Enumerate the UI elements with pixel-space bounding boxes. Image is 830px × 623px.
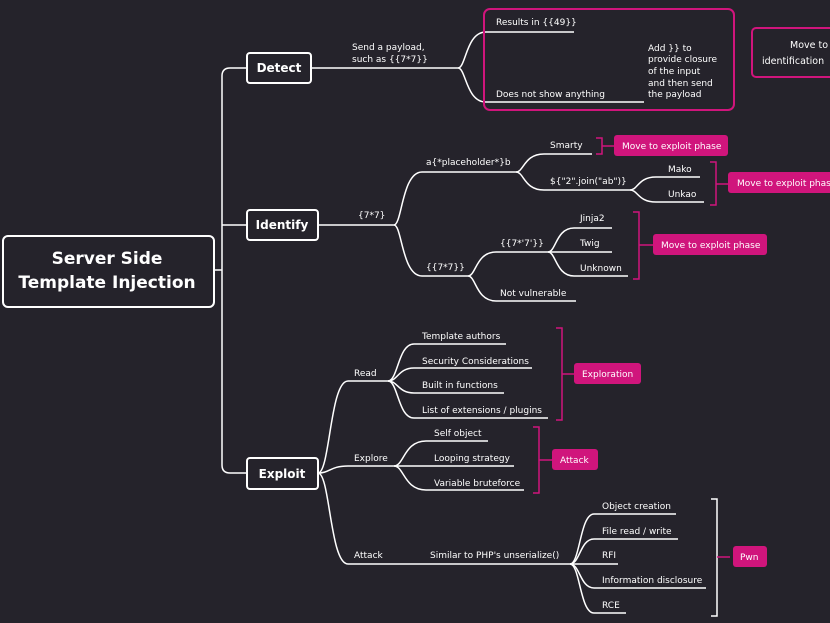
root-title-line-2: Template Injection bbox=[18, 273, 195, 293]
jinja2[interactable]: Jinja2 bbox=[579, 214, 605, 224]
attack[interactable]: Attack bbox=[354, 551, 384, 561]
attack-pill-bg bbox=[552, 449, 598, 470]
twig[interactable]: Twig bbox=[579, 239, 600, 249]
unknown[interactable]: Unknown bbox=[580, 264, 622, 274]
detect-group-frame bbox=[483, 8, 735, 111]
send-payload-line-2[interactable]: such as {{7*7}} bbox=[352, 55, 428, 65]
detect-label: Detect bbox=[257, 61, 302, 75]
attack-pill[interactable]: Attack bbox=[552, 449, 598, 470]
add-closure-line-2[interactable]: provide closure bbox=[648, 55, 718, 65]
exploration-pill[interactable]: Exploration bbox=[574, 363, 641, 384]
add-closure-line-1[interactable]: Add }} to bbox=[648, 44, 692, 54]
attack-pill-label: Attack bbox=[560, 456, 590, 466]
root-node[interactable]: Server Side Template Injection bbox=[2, 235, 215, 308]
not-vulnerable[interactable]: Not vulnerable bbox=[500, 289, 567, 299]
move-exploit-pill-2[interactable]: Move to exploit phas bbox=[728, 172, 830, 193]
exploit-box bbox=[246, 457, 319, 490]
move-exploit-pill-3[interactable]: Move to exploit phase bbox=[653, 234, 767, 255]
detect-box bbox=[246, 52, 312, 84]
move-to-identification-line-2: identification bbox=[762, 56, 824, 67]
identify-label: Identify bbox=[256, 218, 309, 232]
read-item-built-in-functions[interactable]: Built in functions bbox=[422, 381, 498, 391]
read-item-security-considerations[interactable]: Security Considerations bbox=[422, 357, 529, 367]
move-exploit-pill-2-bg bbox=[728, 172, 830, 193]
branch-detect[interactable]: Detect bbox=[246, 52, 312, 84]
expr-7x7[interactable]: {7*7} bbox=[358, 211, 385, 221]
move-exploit-pill-1-label: Move to exploit phase bbox=[622, 142, 722, 152]
placeholder-expr[interactable]: a{*placeholder*}b bbox=[426, 158, 511, 168]
move-exploit-pill-2-label: Move to exploit phas bbox=[737, 179, 830, 189]
similar-to-php-unserialize[interactable]: Similar to PHP's unserialize() bbox=[430, 551, 559, 561]
explore-item-variable-bruteforce[interactable]: Variable bruteforce bbox=[434, 479, 521, 489]
attack-item-file-read-write[interactable]: File read / write bbox=[602, 527, 672, 537]
read-item-template-authors[interactable]: Template authors bbox=[421, 332, 501, 342]
pwn-pill-label: Pwn bbox=[740, 553, 759, 563]
exploration-pill-bg bbox=[574, 363, 641, 384]
read[interactable]: Read bbox=[354, 369, 377, 379]
double-string-expr[interactable]: {{7*'7'}} bbox=[500, 239, 544, 249]
attack-item-information-disclosure[interactable]: Information disclosure bbox=[602, 576, 703, 586]
send-payload-line-1[interactable]: Send a payload, bbox=[352, 43, 425, 53]
explore-item-looping-strategy[interactable]: Looping strategy bbox=[434, 454, 511, 464]
explore[interactable]: Explore bbox=[354, 454, 388, 464]
unkao[interactable]: Unkao bbox=[668, 190, 697, 200]
smarty[interactable]: Smarty bbox=[550, 141, 583, 151]
branch-exploit[interactable]: Exploit bbox=[246, 457, 319, 490]
group-brackets bbox=[533, 137, 730, 617]
move-exploit-pill-3-bg bbox=[653, 234, 767, 255]
identify-box bbox=[246, 209, 319, 241]
pwn-pill-bg bbox=[733, 546, 767, 567]
double-brace-expr[interactable]: {{7*7}} bbox=[426, 263, 465, 273]
attack-item-rfi[interactable]: RFI bbox=[602, 551, 616, 561]
does-not-show-anything[interactable]: Does not show anything bbox=[496, 90, 605, 100]
mako[interactable]: Mako bbox=[668, 165, 692, 175]
exploit-label: Exploit bbox=[259, 467, 306, 481]
move-to-identification-line-1: Move to bbox=[790, 40, 828, 51]
results-in-49[interactable]: Results in {{49}} bbox=[496, 18, 577, 28]
add-closure-line-5[interactable]: the payload bbox=[648, 90, 701, 100]
root-title-line-1: Server Side bbox=[52, 249, 163, 269]
move-exploit-pill-1-bg bbox=[614, 135, 728, 156]
exploration-pill-label: Exploration bbox=[582, 370, 633, 380]
pwn-pill[interactable]: Pwn bbox=[733, 546, 767, 567]
root-box bbox=[2, 235, 215, 308]
add-closure-line-3[interactable]: of the input bbox=[648, 67, 701, 77]
move-to-identification-box bbox=[751, 27, 830, 78]
move-exploit-pill-1[interactable]: Move to exploit phase bbox=[614, 135, 728, 156]
join-expr[interactable]: ${"2".join("ab")} bbox=[550, 177, 627, 187]
connector-lines bbox=[214, 31, 706, 614]
attack-item-object-creation[interactable]: Object creation bbox=[602, 502, 671, 512]
attack-item-rce[interactable]: RCE bbox=[602, 601, 620, 611]
add-closure-line-4[interactable]: and then send bbox=[648, 79, 713, 89]
read-item-extensions-plugins[interactable]: List of extensions / plugins bbox=[422, 406, 542, 416]
explore-item-self-object[interactable]: Self object bbox=[434, 429, 482, 439]
move-exploit-pill-3-label: Move to exploit phase bbox=[661, 241, 761, 251]
branch-identify[interactable]: Identify bbox=[246, 209, 319, 241]
move-to-identification-node[interactable]: Move to identification bbox=[751, 27, 830, 78]
